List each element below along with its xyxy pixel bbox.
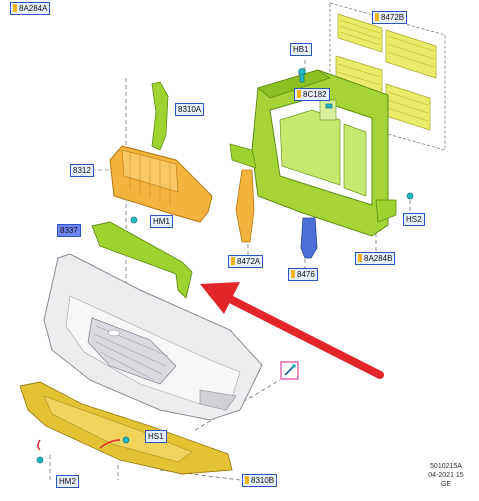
callout-HM1: HM1 [150,215,173,228]
large-red-arrow [200,282,384,379]
callout-HS1: HS1 [145,430,167,443]
bracket-8337 [91,221,193,299]
reference-date: 04-2021 15 [428,472,464,479]
bumper-cover [43,253,263,421]
callout-marker [231,257,235,265]
grille-shutter-8472B [329,2,446,151]
callout-8472B: 8472B [372,11,408,24]
callout-HS2: HS2 [403,213,425,226]
callout-marker [291,270,295,278]
callout-HM2: HM2 [56,475,79,488]
sensor-8476 [300,217,318,259]
callout-8472A: 8472A [228,255,264,268]
callout-8A284B: 8A284B [355,252,396,265]
drawing-reference: 5010215A 04-2021 15 GE [420,462,472,489]
reference-lang: GE [440,481,452,488]
energy-absorber-8312 [109,145,213,223]
callout-marker [375,13,379,21]
detail-arrows [37,439,121,451]
callout-8337: 8337 [57,224,81,237]
callout-marker [358,254,362,262]
callout-HB1: HB1 [290,43,312,56]
callout-marker [245,476,249,484]
callout-marker [13,4,17,12]
callout-8310A: 8310A [175,103,205,116]
deflector-8310A [151,81,169,151]
radiator-support-frame [229,69,397,237]
clip-icon [280,361,299,380]
reference-code: 5010215A [430,463,462,470]
callout-8476: 8476 [288,268,318,281]
callout-8312: 8312 [70,164,94,177]
lower-shield-8310B [19,381,233,475]
callout-8A284A: 8A284A [10,2,51,15]
callout-8310B: 8310B [242,474,278,487]
callout-8C182: 8C182 [294,88,330,101]
callout-marker [297,90,301,98]
fasteners [36,68,414,464]
bracket-8472A [235,169,255,243]
